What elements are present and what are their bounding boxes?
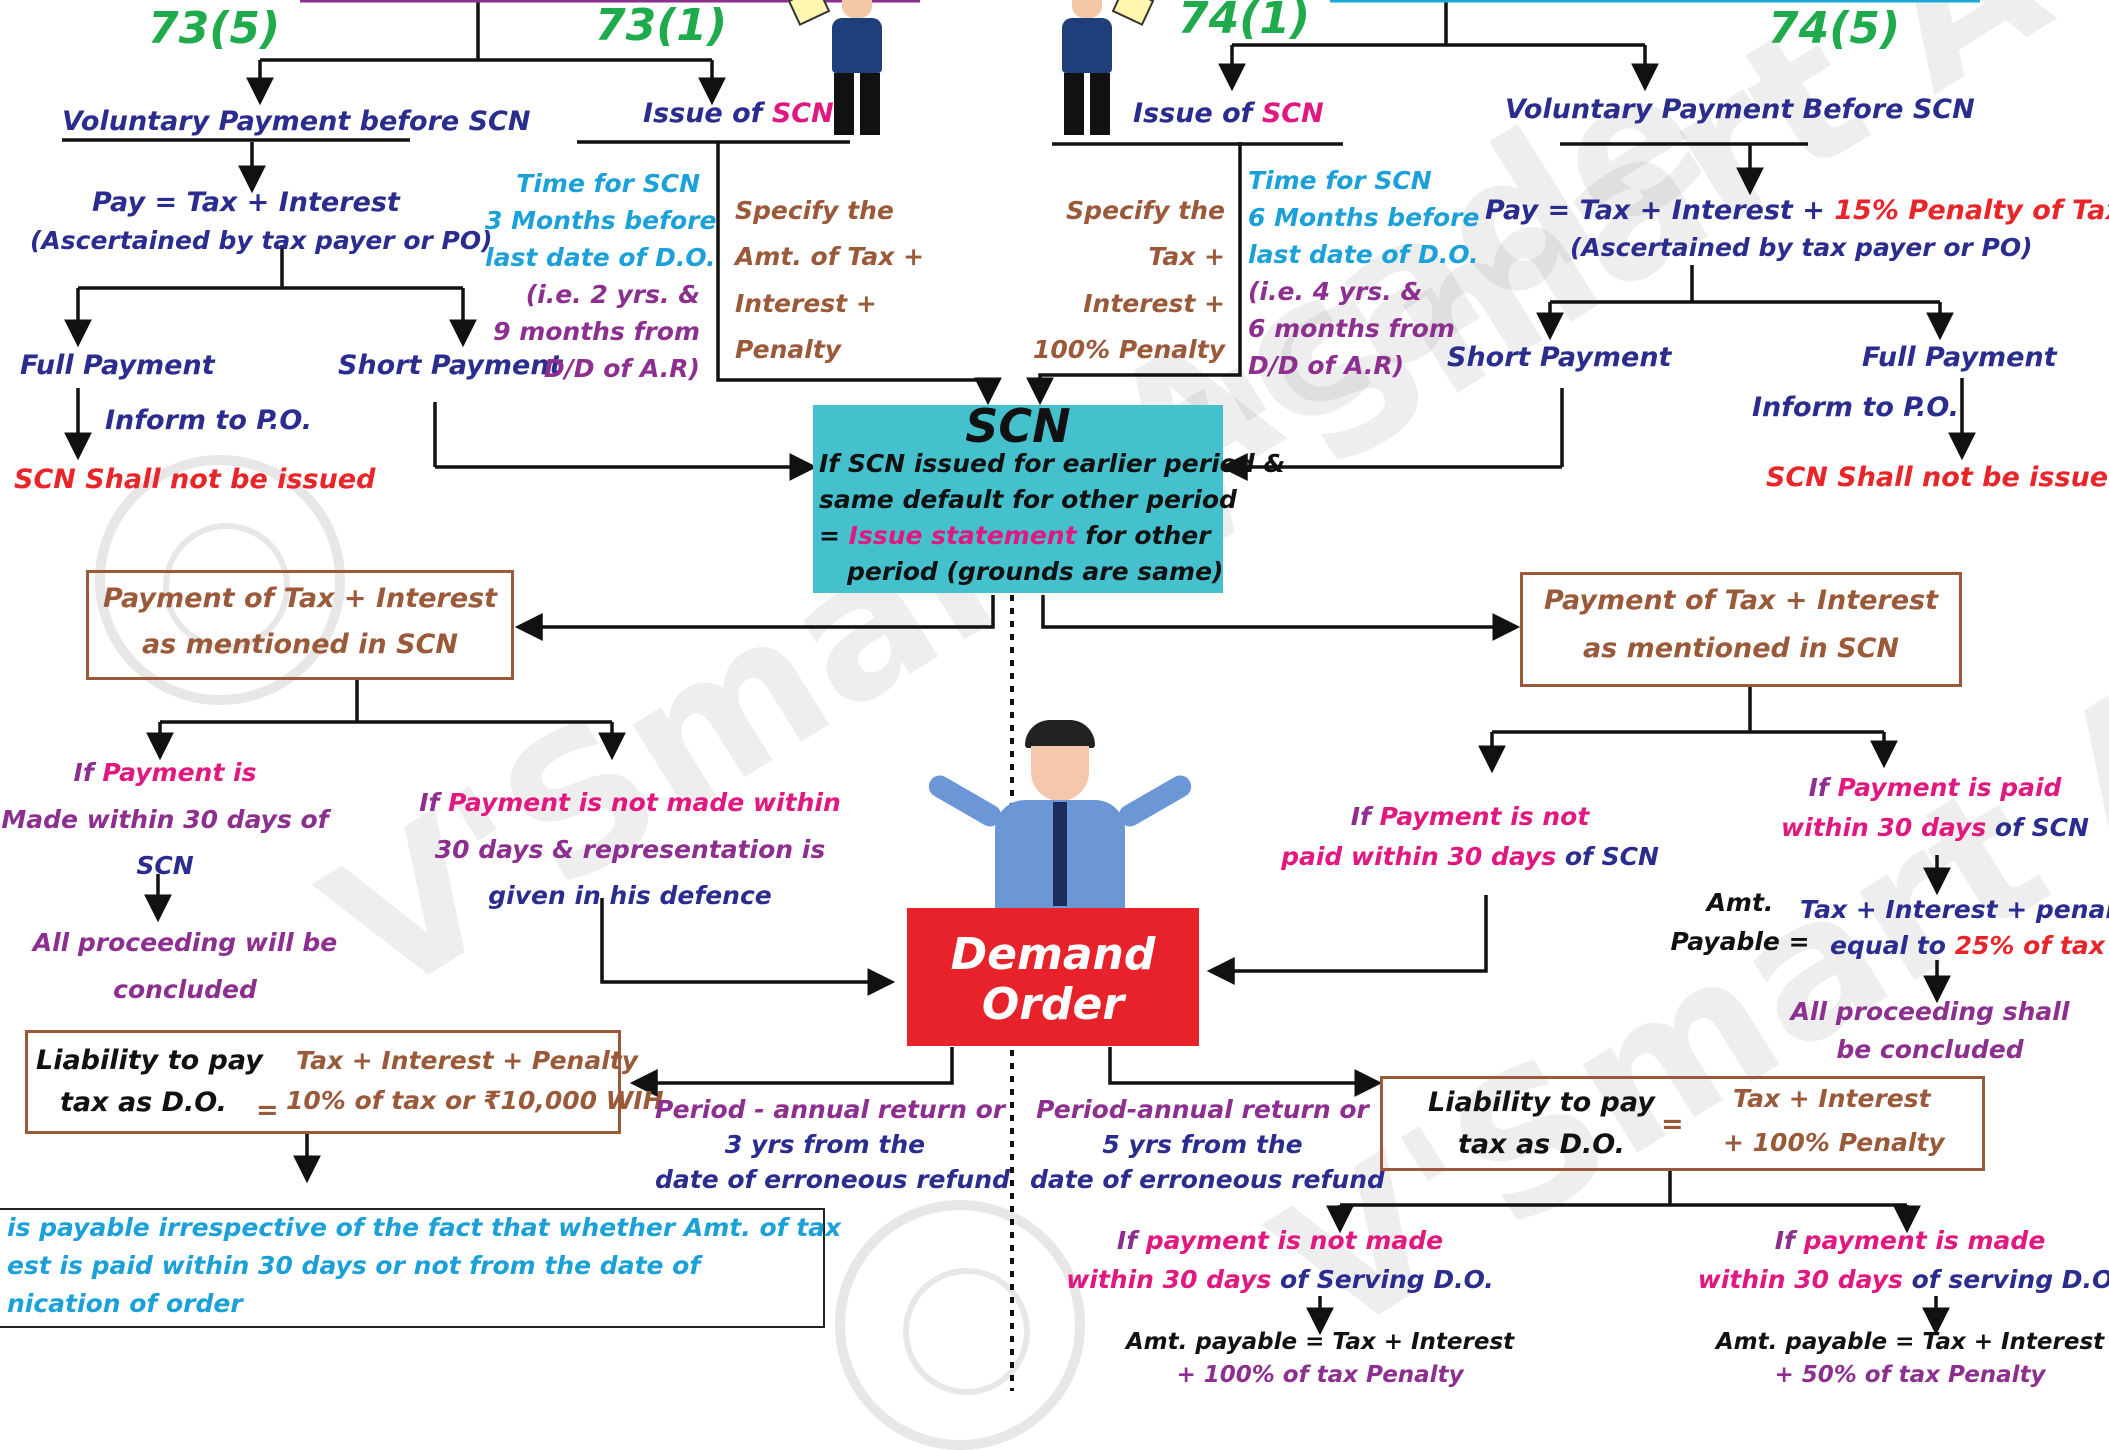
left-note-box: is payable irrespective of the fact that… (0, 1208, 841, 1328)
demand-order-line-2: Order (981, 979, 1125, 1030)
right-made-serving-do: If payment is made within 30 days of ser… (1697, 1226, 2109, 1294)
demand-order-box: Demand Order (907, 908, 1199, 1046)
right-amt-payable-value: Tax + Interest + penalt equal to 25% of … (1800, 895, 2109, 961)
left-pay-formula: Pay = Tax + Interest (92, 187, 400, 218)
left-scn-highlight: SCN (771, 98, 834, 129)
left-within-30-days: If Payment is Made within 30 days of SCN (1, 758, 329, 880)
left-voluntary-payment: Voluntary Payment before SCN (62, 106, 531, 137)
right-liability-line-1: Liability to pay (1428, 1087, 1655, 1118)
right-penalty-line-2: + 100% Penalty (1723, 1128, 1945, 1157)
scn-title: SCN (965, 399, 1071, 453)
left-inform-po: Inform to P.O. (105, 405, 312, 436)
section-74-1: 74(1) (1178, 0, 1311, 44)
scn-line-3: = Issue statement for other (819, 521, 1211, 550)
right-time-line: 6 months from (1248, 314, 1455, 343)
academy-seal-left (95, 455, 345, 705)
twenty-five-percent-highlight: 25% of tax (1954, 931, 2105, 961)
right-pay-formula: Pay = Tax + Interest + 15% Penalty of Ta… (1485, 193, 2109, 228)
left-specify-amount: Specify the Amt. of Tax + Interest + Pen… (735, 188, 924, 373)
right-inform-po: Inform to P.O. (1752, 392, 1959, 423)
left-time-line: D/D of A.R) (543, 354, 700, 383)
left-note-line-2: est is paid within 30 days or not from t… (7, 1251, 701, 1280)
right-issue-of-scn: Issue of SCN (1133, 98, 1324, 129)
left-liability-box: Liability to pay tax as D.O. = Tax + Int… (25, 1030, 664, 1134)
right-not-paid-30-days: If Payment is not paid within 30 days of… (1281, 802, 1659, 871)
left-time-for-scn: Time for SCN 3 Months before last date o… (485, 165, 717, 387)
left-liability-line-1: Liability to pay (36, 1045, 263, 1076)
section-74-5: 74(5) (1768, 3, 1901, 54)
left-specify-line: Interest + (735, 288, 877, 318)
right-pay-ascertained: (Ascertained by tax payer or PO) (1570, 233, 2033, 262)
right-specify-line: Interest + (1083, 288, 1225, 318)
right-penalty-highlight: 15% Penalty of Tax (1834, 195, 2109, 226)
left-pay-ascertained: (Ascertained by tax payer or PO) (30, 226, 493, 255)
right-time-line: Time for SCN (1248, 166, 1432, 195)
left-liability-line-2: tax as D.O. (60, 1087, 227, 1118)
right-time-line: 6 Months before (1248, 203, 1480, 232)
left-issue-of-scn: Issue of SCN (643, 98, 834, 129)
left-penalty-line-2: 10% of tax or ₹10,000 WIH (286, 1086, 664, 1115)
left-note-line-1: is payable irrespective of the fact that… (7, 1213, 842, 1242)
scn-line-4: period (grounds are same) (847, 557, 1224, 586)
left-time-line: 3 Months before (485, 206, 717, 235)
right-penalty-line-1: Tax + Interest (1733, 1084, 1931, 1113)
right-scn-highlight: SCN (1261, 98, 1324, 129)
left-payment-box-line-1: Payment of Tax + Interest (102, 583, 498, 614)
left-payment-box-line-2: as mentioned in SCN (141, 629, 459, 660)
scn-line-2: same default for other period (819, 485, 1237, 514)
right-not-made-serving-do: If payment is not made within 30 days of… (1066, 1226, 1494, 1294)
right-scn-not-issued: SCN Shall not be issued (1766, 462, 2109, 493)
right-payment-box-line-1: Payment of Tax + Interest (1543, 585, 1939, 616)
left-scn-not-issued: SCN Shall not be issued (14, 464, 376, 495)
left-short-payment: Short Payment (338, 350, 563, 381)
right-payment-box: Payment of Tax + Interest as mentioned i… (1520, 572, 1962, 687)
left-specify-line: Specify the (735, 196, 894, 225)
right-specify-amount: Specify the Tax + Interest + 100% Penalt… (1030, 188, 1225, 373)
right-amt-not-made: Amt. payable = Tax + Interest + 100% of … (1125, 1329, 1515, 1389)
right-paid-30-days: If Payment is paid within 30 days of SCN (1781, 773, 2089, 842)
issue-statement-highlight: Issue statement (848, 521, 1077, 550)
right-specify-line: Specify the (1066, 196, 1225, 225)
right-specify-line: 100% Penalty (1032, 334, 1225, 364)
left-time-line: 9 months from (493, 317, 700, 346)
right-time-line: (i.e. 4 yrs. & (1248, 277, 1423, 306)
scn-box: SCN If SCN issued for earlier period & s… (813, 399, 1285, 593)
right-full-payment: Full Payment (1862, 342, 2057, 373)
section-73-1: 73(1) (595, 0, 728, 51)
left-time-line: (i.e. 2 yrs. & (525, 280, 700, 309)
left-note-line-3: nication of order (7, 1289, 243, 1318)
right-time-line: D/D of A.R) (1248, 351, 1405, 380)
officer-figure-left (787, 0, 892, 142)
officer-figure-center (924, 720, 1196, 910)
left-payment-box: Payment of Tax + Interest as mentioned i… (86, 570, 514, 680)
right-time-line: last date of D.O. (1248, 240, 1479, 269)
left-not-within-30-days: If Payment is not made within 30 days & … (419, 788, 841, 910)
left-liability-eq: = (256, 1095, 279, 1126)
section-73-5: 73(5) (148, 3, 281, 54)
left-penalty-line-1: Tax + Interest + Penalty (296, 1046, 639, 1075)
right-proceeding-concluded: All proceeding shall be concluded (1790, 997, 2070, 1064)
left-proceeding-concluded: All proceeding will be concluded (32, 928, 338, 1004)
right-period: Period-annual return or 5 yrs from the d… (1030, 1095, 1385, 1194)
right-amt-payable-label: Amt. Payable = (1670, 888, 1810, 956)
right-liability-box: Liability to pay tax as D.O. = Tax + Int… (1380, 1076, 1985, 1171)
left-full-payment: Full Payment (20, 350, 215, 381)
right-liability-eq: = (1661, 1109, 1684, 1140)
left-period: Period - annual return or 3 yrs from the… (655, 1095, 1010, 1194)
right-amt-made: Amt. payable = Tax + Interest + 50% of t… (1715, 1329, 2105, 1389)
right-voluntary-payment: Voluntary Payment Before SCN (1505, 94, 1975, 125)
right-liability-line-2: tax as D.O. (1458, 1129, 1625, 1160)
officer-figure-right (1052, 0, 1155, 142)
right-payment-box-line-2: as mentioned in SCN (1582, 633, 1900, 664)
right-specify-line: Tax + (1148, 242, 1225, 272)
left-time-line: last date of D.O. (485, 243, 716, 272)
right-short-payment: Short Payment (1447, 342, 1672, 373)
left-time-line: Time for SCN (516, 169, 700, 198)
left-specify-line: Penalty (735, 334, 842, 364)
right-time-for-scn: Time for SCN 6 Months before last date o… (1248, 162, 1479, 384)
connector-lines (62, 0, 1980, 1391)
scn-line-1: If SCN issued for earlier period & (819, 449, 1286, 478)
demand-order-line-1: Demand (950, 929, 1156, 980)
left-specify-line: Amt. of Tax + (735, 242, 925, 272)
